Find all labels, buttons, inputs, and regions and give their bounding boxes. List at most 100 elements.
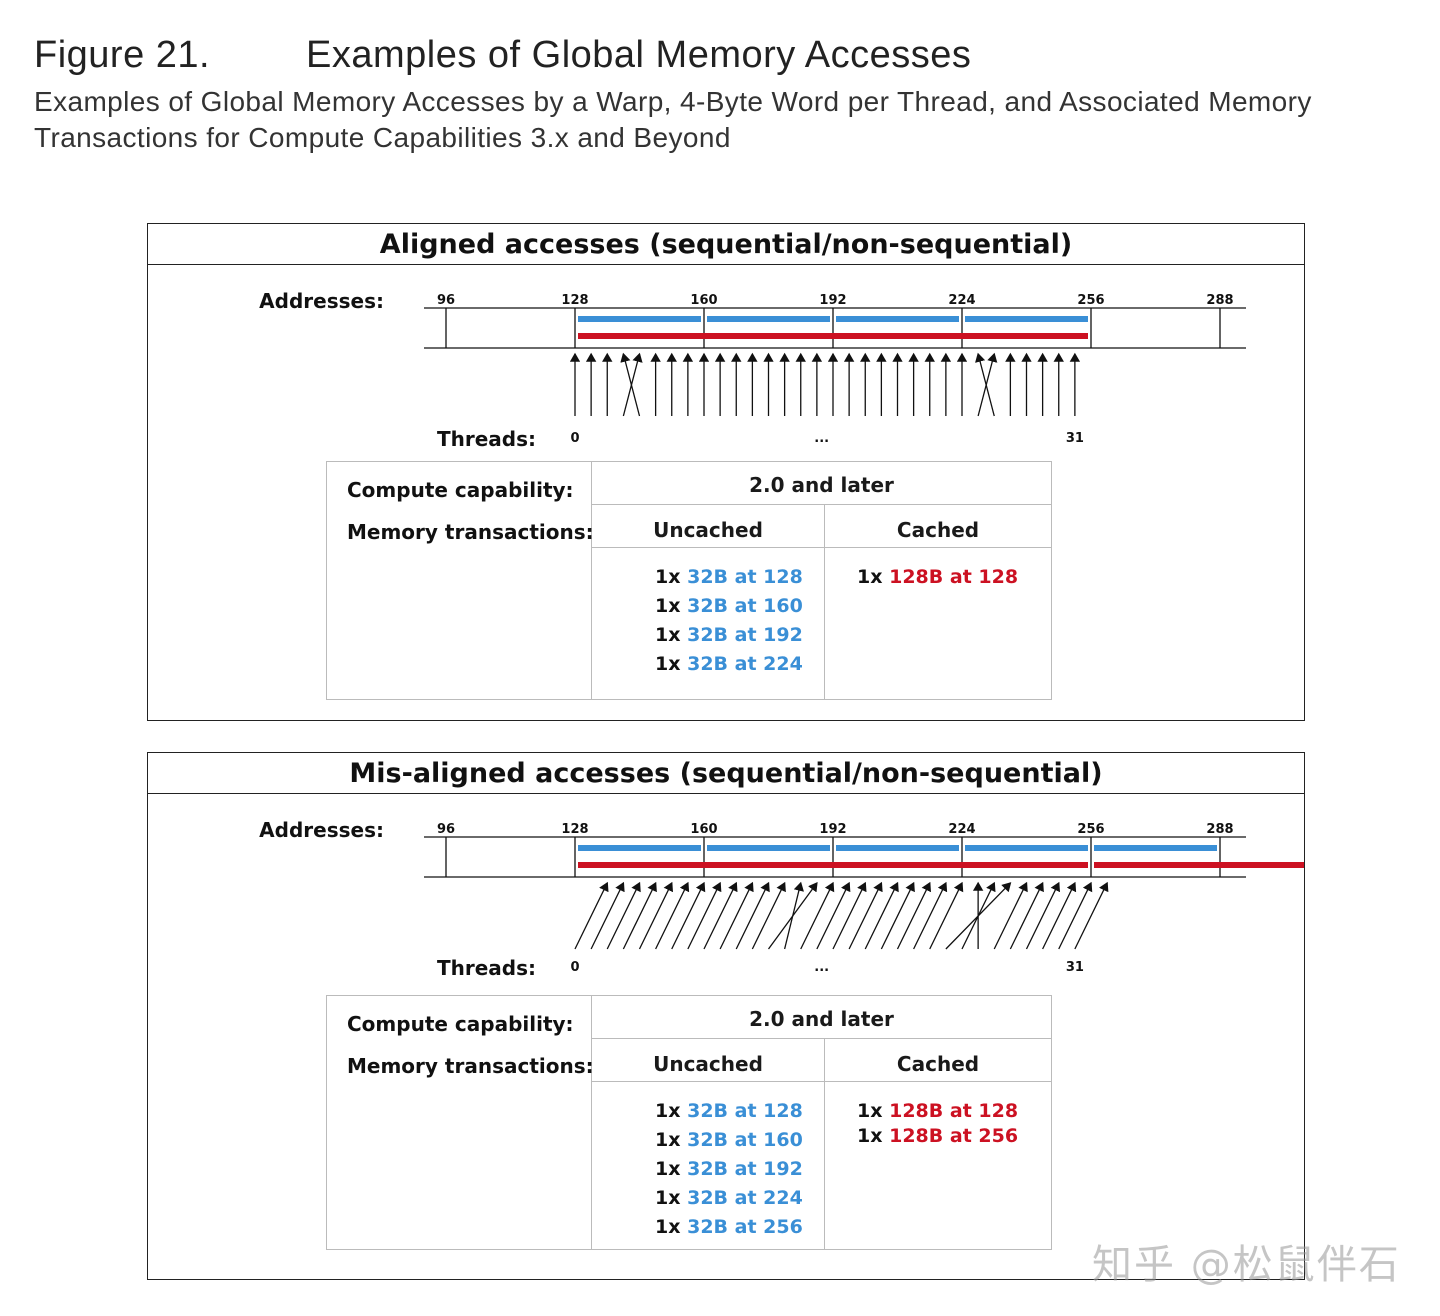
address-tick-label: 160: [690, 822, 717, 837]
thread-arrow: [687, 881, 722, 950]
uncached-transactions: 1x 32B at 128 1x 32B at 160 1x 32B at 19…: [655, 1100, 803, 1245]
address-tick-label: 160: [690, 293, 717, 308]
table-labels: Compute capability: Memory transactions:: [327, 462, 594, 699]
list-item: 1x 32B at 256: [655, 1216, 803, 1238]
thread-arrow: [913, 881, 948, 950]
cached-header: Cached: [825, 1039, 1051, 1082]
cached-continuation: [1222, 862, 1227, 868]
list-item: 1x 32B at 192: [655, 624, 803, 646]
uncached-segment: [836, 316, 959, 322]
thread-ellipsis-label: ...: [814, 431, 829, 446]
cached-continuation: [1231, 862, 1236, 868]
thread-arrow: [620, 352, 641, 417]
thread-ellipsis-label: ...: [814, 960, 829, 975]
cached-continuation: [1249, 862, 1254, 868]
uncached-segment: [707, 845, 830, 851]
address-tick-label: 192: [819, 293, 846, 308]
thread-arrow: [590, 881, 625, 950]
uncached-header: Uncached: [592, 1039, 825, 1082]
thread-arrow: [1025, 881, 1060, 950]
threads-label: Threads:: [437, 427, 536, 451]
transactions-table: Compute capability: Memory transactions:…: [326, 995, 1052, 1250]
memory-transactions-label: Memory transactions:: [347, 520, 594, 544]
thread-arrow: [864, 881, 899, 950]
thread-arrow: [800, 881, 835, 950]
transactions-table: Compute capability: Memory transactions:…: [326, 461, 1052, 700]
list-item: 1x 32B at 224: [655, 1187, 803, 1209]
compute-capability-label: Compute capability:: [347, 1012, 574, 1036]
thread-arrow: [848, 881, 883, 950]
capability-value: 2.0 and later: [592, 996, 1051, 1039]
thread-arrow: [719, 881, 754, 950]
uncached-segment: [578, 316, 701, 322]
panel-title: Aligned accesses (sequential/non-sequent…: [148, 224, 1304, 265]
thread-arrow: [880, 881, 915, 950]
aligned-access-panel: Aligned accesses (sequential/non-sequent…: [147, 223, 1305, 721]
cached-transactions: 1x 128B at 128: [857, 566, 1018, 591]
thread-arrow: [638, 881, 673, 950]
thread-arrow: [574, 881, 609, 950]
thread-arrow: [735, 881, 770, 950]
thread-arrow: [975, 352, 995, 417]
uncached-segment: [965, 316, 1088, 322]
threads-label: Threads:: [437, 956, 536, 980]
thread-last-label: 31: [1066, 431, 1084, 446]
uncached-segment: [578, 845, 701, 851]
cached-continuation: [1240, 862, 1245, 868]
address-tick-label: 128: [561, 822, 588, 837]
memory-transactions-label: Memory transactions:: [347, 1054, 594, 1078]
thread-first-label: 0: [570, 431, 579, 446]
thread-first-label: 0: [570, 960, 579, 975]
thread-arrow: [703, 881, 738, 950]
cached-segment: [578, 862, 1088, 868]
thread-arrow: [751, 881, 786, 950]
misaligned-access-panel: Mis-aligned accesses (sequential/non-seq…: [147, 752, 1305, 1280]
thread-arrow: [832, 881, 867, 950]
thread-arrow: [929, 881, 964, 950]
table-labels: Compute capability: Memory transactions:: [327, 996, 594, 1249]
thread-arrow: [622, 881, 657, 950]
figure-number: Figure 21.: [34, 34, 211, 76]
uncached-header: Uncached: [592, 505, 825, 548]
watermark-text: 知乎 @松鼠伴石: [1092, 1242, 1401, 1288]
uncached-segment: [965, 845, 1088, 851]
address-tick-label: 256: [1077, 293, 1104, 308]
cached-segment: [1094, 862, 1304, 868]
list-item: 1x 32B at 160: [655, 595, 803, 617]
addresses-label: Addresses:: [259, 818, 384, 842]
list-item: 1x 128B at 256: [857, 1125, 1019, 1147]
thread-arrow: [655, 881, 690, 950]
address-tick-label: 96: [437, 822, 455, 837]
cached-header: Cached: [825, 505, 1051, 548]
list-item: 1x 32B at 224: [655, 653, 803, 675]
compute-capability-label: Compute capability:: [347, 478, 574, 502]
uncached-segment: [836, 845, 959, 851]
uncached-transactions: 1x 32B at 128 1x 32B at 160 1x 32B at 19…: [655, 566, 803, 682]
address-tick-label: 128: [561, 293, 588, 308]
thread-arrow: [1074, 881, 1109, 950]
capability-value: 2.0 and later: [592, 462, 1051, 505]
addresses-label: Addresses:: [259, 289, 384, 313]
list-item: 1x 32B at 160: [655, 1129, 803, 1151]
uncached-segment: [1094, 845, 1217, 851]
list-item: 1x 128B at 128: [857, 1100, 1019, 1122]
cached-transactions: 1x 128B at 128 1x 128B at 256: [857, 1100, 1018, 1150]
thread-arrow: [1058, 881, 1093, 950]
thread-arrow: [606, 881, 641, 950]
thread-arrow: [816, 881, 851, 950]
thread-arrow: [1009, 881, 1044, 950]
thread-arrow: [896, 881, 931, 950]
cached-segment: [578, 333, 1088, 339]
figure-title: Examples of Global Memory Accesses: [306, 34, 972, 76]
address-tick-label: 224: [948, 822, 975, 837]
list-item: 1x 32B at 128: [655, 1100, 803, 1122]
address-tick-label: 288: [1206, 293, 1233, 308]
address-tick-label: 288: [1206, 822, 1233, 837]
thread-arrow: [1042, 881, 1077, 950]
uncached-segment: [707, 316, 830, 322]
list-item: 1x 32B at 128: [655, 566, 803, 588]
address-tick-label: 224: [948, 293, 975, 308]
list-item: 1x 128B at 128: [857, 566, 1019, 588]
